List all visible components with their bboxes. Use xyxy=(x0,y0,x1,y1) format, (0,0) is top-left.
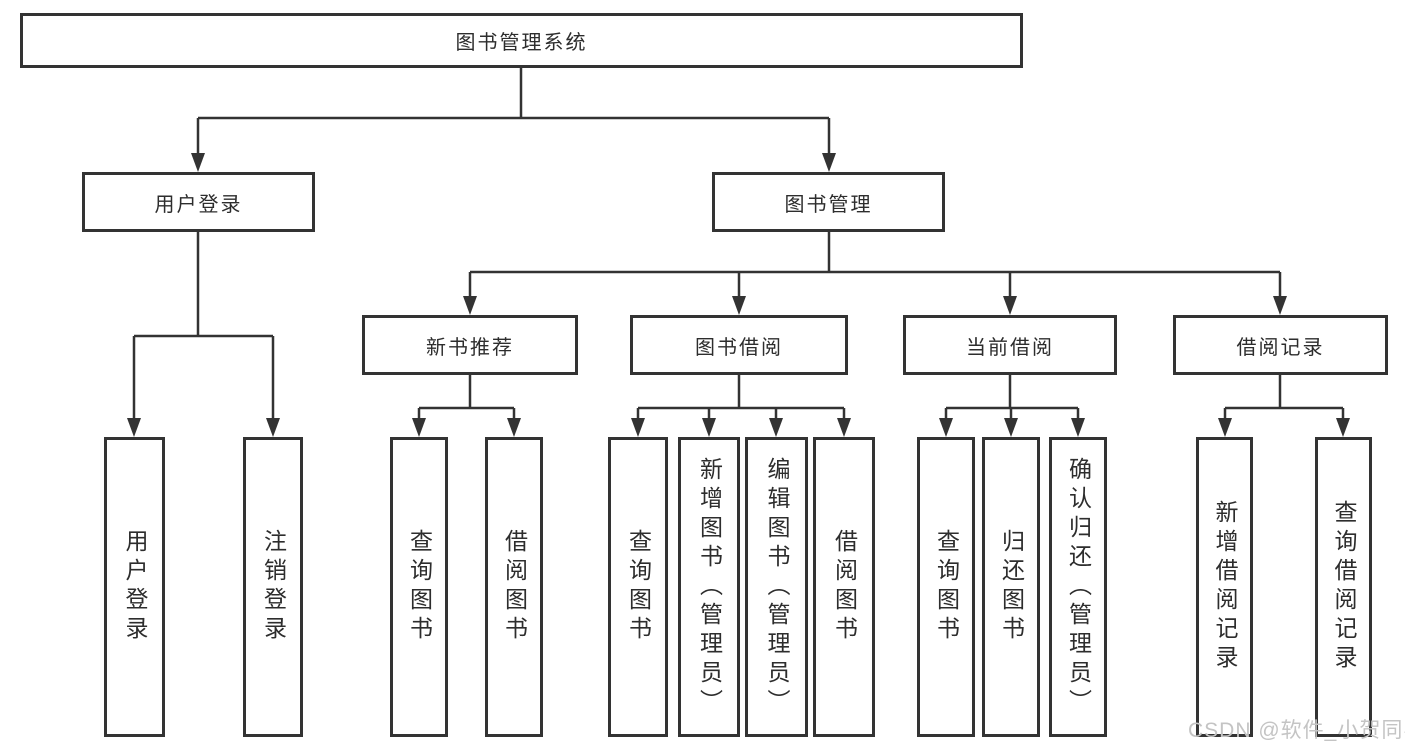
node-label: 图书管理 xyxy=(784,193,873,216)
node-label: 借阅图书 xyxy=(501,529,528,645)
connector-book-mgmt-children xyxy=(468,232,1282,298)
arrowheads-borrow-record-children xyxy=(1218,418,1350,437)
node-label: 当前借阅 xyxy=(966,336,1054,359)
arrowheads-current-borrow-children xyxy=(939,418,1085,437)
node-label: 借阅记录 xyxy=(1236,336,1325,359)
node-label: 图书管理系统 xyxy=(455,32,588,54)
node-label: 用户登录 xyxy=(122,529,148,645)
node-label: 查询图书 xyxy=(625,529,652,645)
node-label: 新增借阅记录 xyxy=(1212,500,1238,674)
csdn-watermark: CSDN @软件_小贺同学 xyxy=(1188,719,1405,742)
node-label: 借阅图书 xyxy=(831,529,858,645)
connector-user-login-children xyxy=(132,232,275,420)
node-book-management: 图书管理 xyxy=(712,172,945,232)
leaf-confirm-return-admin: 确认归还（管理员） xyxy=(1049,437,1107,737)
node-label: 归还图书 xyxy=(998,529,1025,645)
arrowheads-book-mgmt-children xyxy=(463,296,1287,315)
connector-current-borrow-children xyxy=(944,375,1080,422)
leaf-return-book: 归还图书 xyxy=(982,437,1040,737)
arrowheads-user-login-children xyxy=(127,418,280,437)
leaf-edit-book-admin: 编辑图书（管理员） xyxy=(745,437,808,737)
connector-new-book-children xyxy=(417,375,516,422)
node-label: 查询借阅记录 xyxy=(1331,500,1357,674)
node-book-borrow: 图书借阅 xyxy=(630,315,848,375)
node-label: 注销登录 xyxy=(260,529,287,645)
node-label: 用户登录 xyxy=(154,193,243,216)
arrowheads-level1 xyxy=(191,153,836,172)
leaf-add-borrow-record: 新增借阅记录 xyxy=(1196,437,1253,737)
node-label: 新增图书（管理员） xyxy=(696,456,723,718)
node-label: 编辑图书（管理员） xyxy=(764,456,790,718)
leaf-add-book-admin: 新增图书（管理员） xyxy=(678,437,740,737)
node-library-management-system: 图书管理系统 xyxy=(20,13,1023,68)
arrowheads-new-book-children xyxy=(412,418,521,437)
leaf-query-borrow-record: 查询借阅记录 xyxy=(1315,437,1372,737)
leaf-query-book-under-book-borrow: 查询图书 xyxy=(608,437,668,737)
node-label: 查询图书 xyxy=(406,529,433,645)
leaf-query-book-under-current-borrow: 查询图书 xyxy=(917,437,975,737)
node-current-borrow: 当前借阅 xyxy=(903,315,1117,375)
arrowheads-book-borrow-children xyxy=(631,418,851,437)
node-label: 确认归还（管理员） xyxy=(1065,456,1092,718)
leaf-borrow-book-under-new-book: 借阅图书 xyxy=(485,437,543,737)
node-borrow-record: 借阅记录 xyxy=(1173,315,1388,375)
leaf-query-book-under-new-book: 查询图书 xyxy=(390,437,448,737)
leaf-borrow-book-under-book-borrow: 借阅图书 xyxy=(813,437,875,737)
connector-root-to-level1 xyxy=(196,68,831,155)
node-new-book-recommend: 新书推荐 xyxy=(362,315,578,375)
node-user-login: 用户登录 xyxy=(82,172,315,232)
leaf-user-login: 用户登录 xyxy=(104,437,165,737)
connector-book-borrow-children xyxy=(636,375,846,422)
node-label: 新书推荐 xyxy=(426,336,514,359)
leaf-logout-login: 注销登录 xyxy=(243,437,303,737)
connector-borrow-record-children xyxy=(1223,375,1345,422)
node-label: 查询图书 xyxy=(933,529,960,645)
node-label: 图书借阅 xyxy=(695,336,783,359)
